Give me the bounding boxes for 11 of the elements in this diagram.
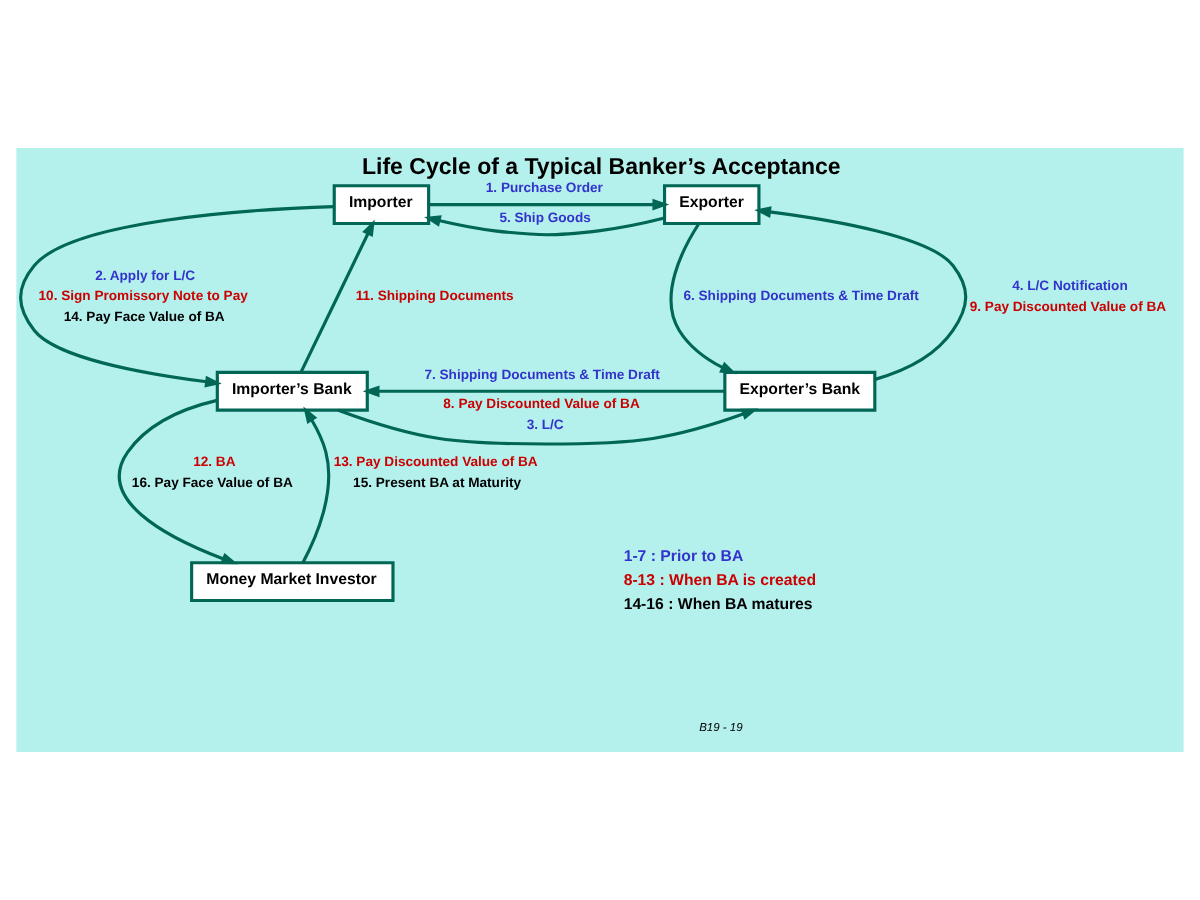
- diagram-title: Life Cycle of a Typical Banker’s Acceptance: [361, 155, 841, 180]
- arrow: [117, 398, 239, 565]
- arrow: [754, 206, 968, 381]
- arrow: [337, 408, 759, 446]
- arrow: [669, 222, 737, 375]
- arrow: [19, 205, 334, 388]
- arrow: [424, 215, 665, 237]
- arrow: [301, 406, 331, 564]
- arrow: [428, 198, 670, 211]
- arrow: [362, 385, 725, 398]
- arrow: [299, 219, 375, 374]
